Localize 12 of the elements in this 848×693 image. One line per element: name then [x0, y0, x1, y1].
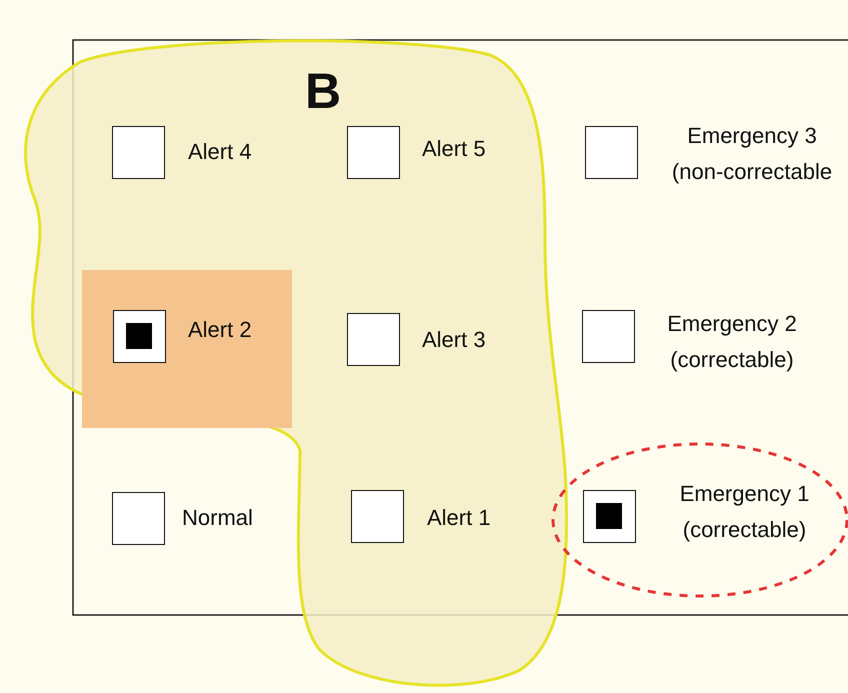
status-label: Alert 4 — [188, 138, 252, 166]
filled-square — [596, 503, 622, 529]
filled-square — [126, 323, 152, 349]
status-label: Alert 1 — [427, 504, 491, 532]
panel-letter: B — [305, 62, 342, 120]
status-label: Alert 3 — [422, 326, 486, 354]
status-label: Emergency 3 (non-correctable — [670, 122, 834, 186]
status-label: Emergency 1 (correctable) — [678, 480, 810, 544]
status-label: Emergency 2 (correctable) — [666, 310, 798, 374]
status-label: Alert 2 — [188, 316, 252, 344]
status-label: Normal — [182, 504, 253, 532]
status-label: Alert 5 — [422, 135, 486, 163]
